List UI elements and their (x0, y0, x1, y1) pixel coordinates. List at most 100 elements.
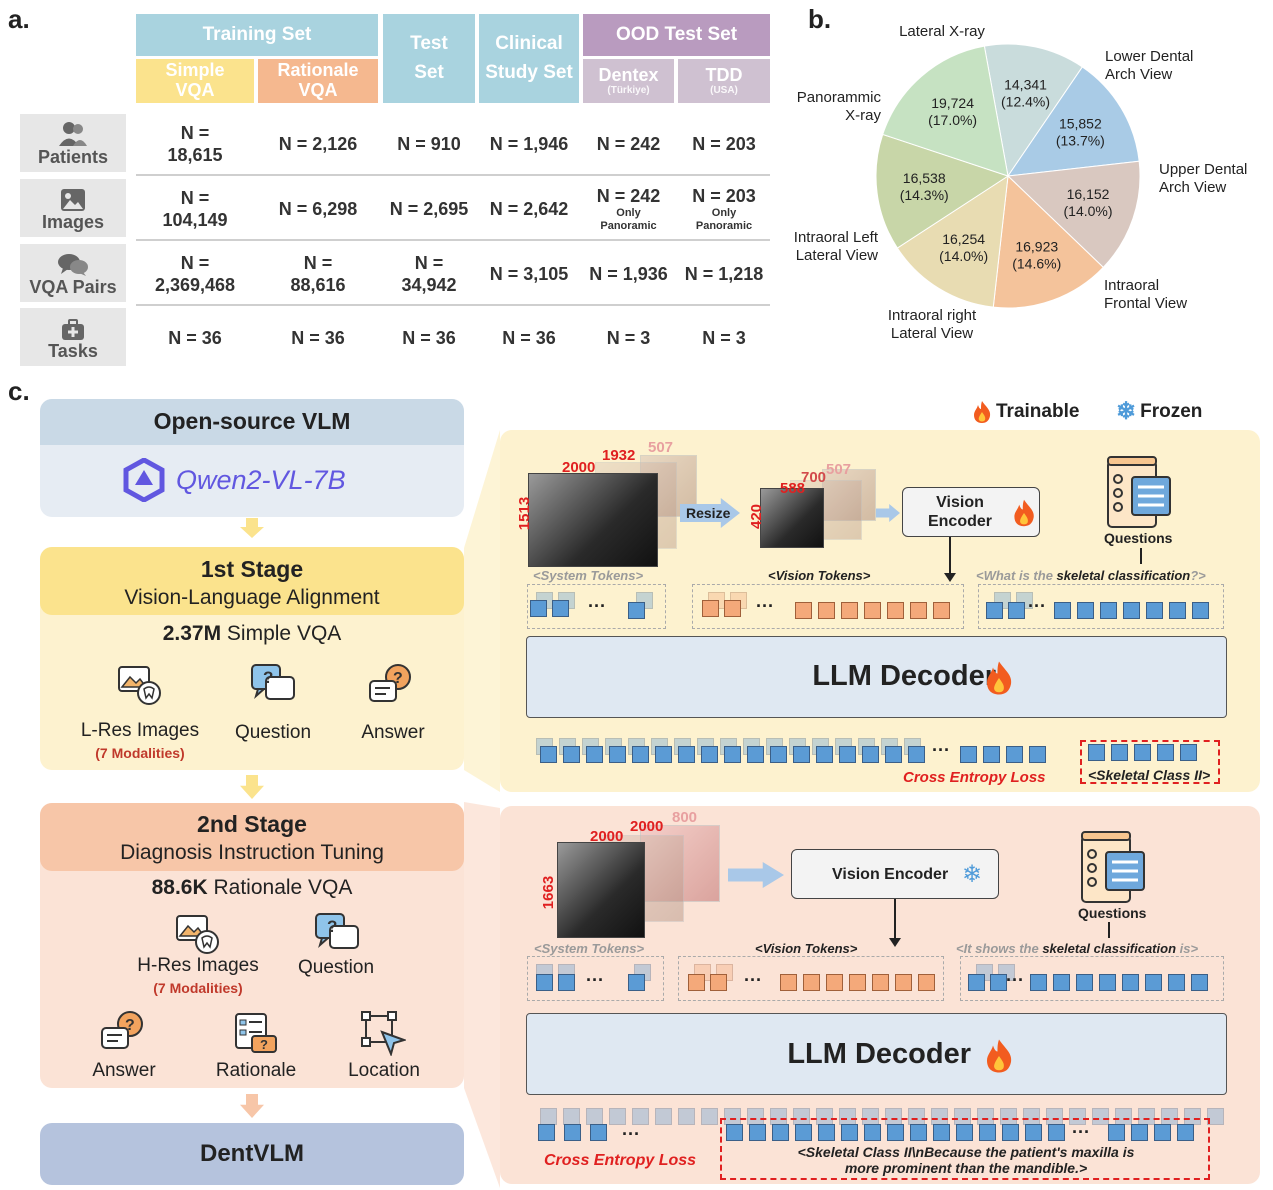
pie-value-label: (14.0%) (1064, 203, 1113, 219)
token (1030, 974, 1047, 991)
cell-images-simple: N = 104,149 (162, 187, 228, 231)
pie-category-label: Frontal View (1104, 295, 1187, 312)
questions-label-top: Questions (1104, 530, 1173, 546)
header-simple-vqa: Simple VQA (136, 59, 254, 103)
pie-category-label: Intraoral (1104, 277, 1159, 294)
system-tokens-label-bottom: <System Tokens> (534, 941, 645, 956)
stage1-title: 1st Stage (200, 556, 304, 582)
token (1168, 974, 1185, 991)
row-label-vqa-pairs: VQA Pairs (20, 244, 126, 302)
token (724, 746, 741, 763)
token (933, 602, 950, 619)
panel-a-letter: a. (8, 4, 30, 34)
cell-vqa-test: N = 34,942 (401, 252, 457, 296)
token (1025, 1124, 1042, 1141)
token (1077, 602, 1094, 619)
token (590, 1124, 607, 1141)
token (1092, 1108, 1109, 1125)
flame-icon (987, 661, 1012, 695)
cell-vqa-simple: N = 2,369,468 (154, 252, 236, 296)
token (1054, 602, 1071, 619)
pie-value-label: (12.4%) (1001, 93, 1050, 109)
system-tokens-label-top: <System Tokens> (533, 568, 644, 583)
cell-patients-clinical: N = 1,946 (489, 133, 569, 154)
token (960, 746, 977, 763)
cell-tasks-dentex: N = 3 (606, 327, 651, 348)
token (540, 1108, 557, 1125)
token (895, 974, 912, 991)
token (795, 602, 812, 619)
token (990, 974, 1007, 991)
ellipsis: ··· (932, 740, 950, 760)
token (1006, 746, 1023, 763)
pie-category-label: X-ray (845, 107, 881, 124)
token (1002, 1124, 1019, 1141)
token (933, 1124, 950, 1141)
token (1029, 746, 1046, 763)
cell-vqa-tdd: N = 1,218 (684, 263, 764, 284)
token (968, 974, 985, 991)
stage1-item-question: Question (234, 722, 312, 743)
token (655, 746, 672, 763)
ellipsis: ··· (1072, 1122, 1090, 1142)
pie-value-label: 16,254 (942, 231, 985, 247)
token (918, 974, 935, 991)
token (609, 1108, 626, 1125)
pie-category-label: Lateral X-ray (899, 23, 985, 40)
cell-vqa-rationale: N = 88,616 (290, 252, 346, 296)
token (1180, 744, 1197, 761)
cephalogram-image-hr (557, 842, 645, 938)
token (1100, 602, 1117, 619)
chat-icon (58, 254, 88, 276)
token (1099, 974, 1116, 991)
panel-b-letter: b. (808, 4, 832, 34)
pie-slice (1006, 66, 1140, 177)
pie-category-label: Intraoral right (888, 307, 977, 324)
pie-category-label: Lower Dental (1105, 48, 1193, 65)
token (839, 746, 856, 763)
token (910, 1124, 927, 1141)
pie-value-label: 15,852 (1059, 115, 1102, 131)
token (780, 974, 797, 991)
header-clinical-study-set: Clinical Study Set (479, 14, 579, 103)
token (678, 1108, 695, 1125)
ellipsis: ··· (588, 596, 606, 616)
token (1076, 974, 1093, 991)
pie-slice (992, 174, 1105, 309)
pie-slice (983, 43, 1084, 178)
token (826, 974, 843, 991)
pie-value-label: 16,923 (1015, 238, 1058, 254)
cell-vqa-dentex: N = 1,936 (589, 263, 668, 284)
token (710, 974, 727, 991)
stage1-subtitle: Vision-Language Alignment (124, 586, 380, 609)
token (849, 974, 866, 991)
token (1108, 1124, 1125, 1141)
token (864, 602, 881, 619)
stage1-count: 2.37M Simple VQA (162, 622, 342, 645)
token (1088, 744, 1105, 761)
cell-patients-dentex: N = 242 (596, 133, 661, 154)
stage2-item-question: Question (297, 957, 375, 978)
question-icon: ? (315, 913, 359, 949)
token (818, 602, 835, 619)
stage2-subtitle: Diagnosis Instruction Tuning (120, 841, 384, 864)
token (701, 746, 718, 763)
legend-trainable: Trainable (972, 400, 1079, 424)
header-ood-test-set: OOD Test Set (583, 14, 770, 56)
token (1192, 602, 1209, 619)
pie-category-label: Lateral View (796, 247, 878, 264)
image-stack-icon (176, 915, 219, 954)
token (770, 746, 787, 763)
pie-category-label: Intraoral Left (794, 229, 879, 246)
token (887, 602, 904, 619)
cell-patients-test: N = 910 (397, 133, 461, 154)
location-icon (361, 1011, 406, 1056)
stage2-item-rationale: Rationale (215, 1060, 297, 1081)
answer-label-top: <Skeletal Class II> (1088, 767, 1211, 783)
vision-encoder-box-bottom (791, 849, 999, 899)
cell-patients-rationale: N = 2,126 (278, 133, 358, 154)
svg-text:?: ? (327, 917, 337, 936)
loss-label-top: Cross Entropy Loss (903, 769, 1046, 786)
pie-slice (896, 175, 1009, 308)
